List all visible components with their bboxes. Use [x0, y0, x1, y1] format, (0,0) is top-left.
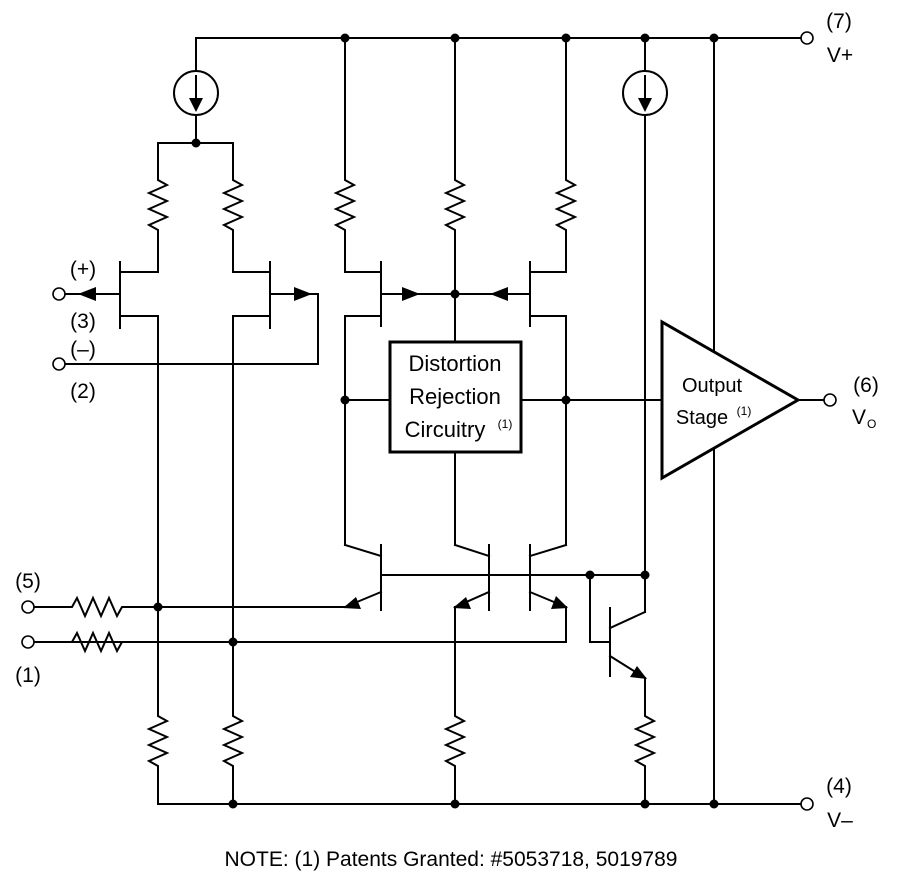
v-plus-pin-label: (7)	[826, 10, 852, 33]
terminal-inverting: (–) (2)	[52, 338, 96, 403]
distortion-label-line2: Rejection	[409, 384, 501, 409]
resistor-load-left	[333, 176, 357, 272]
distortion-wiring	[344, 293, 663, 546]
output-stage-label-line2: Stage	[676, 407, 728, 429]
load-column-wiring	[344, 37, 567, 177]
resistor-bias-bottom	[633, 712, 657, 804]
output-stage-block: Output Stage (1)	[660, 319, 825, 481]
current-source-right	[622, 37, 668, 613]
bjt-center	[453, 543, 491, 713]
terminal-pin5: (5)	[15, 570, 41, 614]
non-inverting-sign-label: (+)	[70, 258, 96, 281]
resistor-pin5	[32, 595, 158, 619]
input-jfet-right	[63, 235, 319, 365]
output-stage-label-line1: Output	[682, 375, 742, 397]
resistor-load-center	[443, 176, 467, 294]
resistor-pin1	[32, 630, 158, 654]
terminal-output: (6) V O	[823, 374, 879, 431]
input-jfet-left	[63, 235, 159, 329]
terminal-non-inverting: (+) (3)	[52, 258, 96, 333]
bjt-left	[157, 543, 383, 611]
output-stage-footnote: (1)	[737, 404, 752, 418]
terminal-pin1: (1)	[15, 635, 41, 687]
inverting-pin-label: (2)	[70, 380, 96, 403]
v-plus-label: V+	[827, 44, 853, 67]
bias-bjt	[589, 574, 647, 713]
current-source-input	[173, 37, 219, 144]
output-label-subscript: O	[867, 417, 876, 431]
patent-note: NOTE: (1) Patents Granted: #5053718, 501…	[225, 848, 678, 871]
resistor-input-left-top	[146, 176, 170, 236]
input-pair-down-wiring	[157, 315, 234, 713]
pin5-label: (5)	[15, 570, 41, 593]
middle-jfet-right	[454, 261, 567, 327]
middle-jfet-left	[344, 261, 456, 327]
distortion-footnote: (1)	[498, 417, 513, 431]
terminal-v-minus: (4) V–	[800, 775, 853, 832]
resistor-input-left-bottom	[146, 712, 170, 804]
output-pin-label: (6)	[853, 374, 879, 397]
resistor-center-bottom	[443, 712, 467, 804]
distortion-label-line3: Circuitry	[405, 417, 486, 442]
inverting-sign-label: (–)	[70, 338, 96, 361]
pin1-label: (1)	[15, 664, 41, 687]
distortion-label-line1: Distortion	[409, 351, 502, 376]
resistor-input-right-bottom	[221, 712, 245, 804]
resistor-input-right-top	[221, 176, 245, 236]
v-minus-pin-label: (4)	[826, 775, 852, 798]
output-label: V	[852, 406, 866, 429]
resistor-load-right	[554, 176, 578, 272]
junction-dots	[153, 33, 719, 809]
terminal-v-plus: (7) V+	[800, 10, 853, 67]
non-inverting-pin-label: (3)	[70, 310, 96, 333]
v-minus-label: V–	[827, 809, 853, 832]
input-pair-top-wiring	[157, 142, 234, 177]
distortion-rejection-block: Distortion Rejection Circuitry (1)	[388, 340, 523, 454]
bjt-right	[63, 543, 568, 643]
